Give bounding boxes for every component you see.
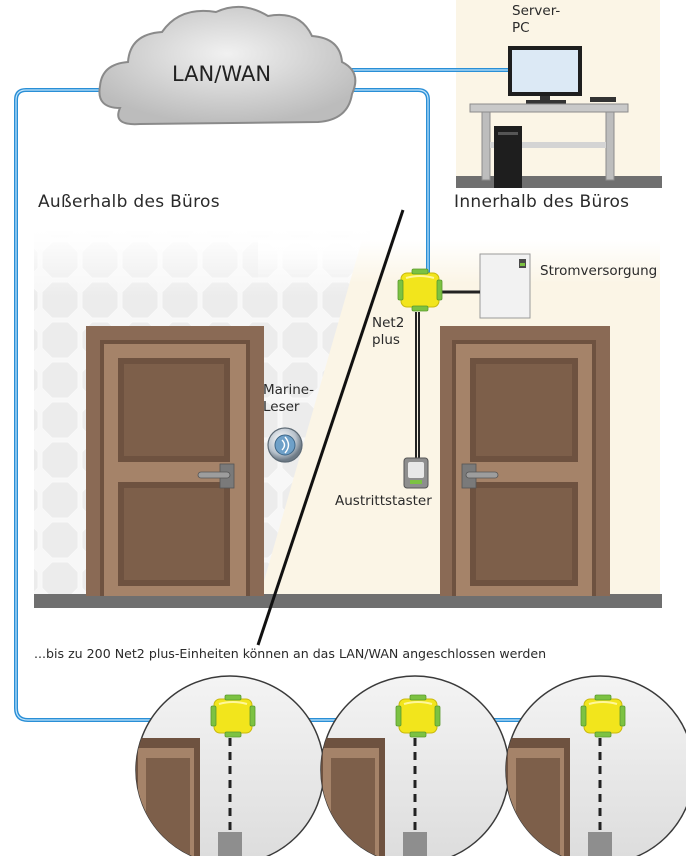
- inside-label: Innerhalb des Büros: [454, 192, 630, 212]
- cloud-label: LAN/WAN: [172, 62, 272, 86]
- net2-label-line2: plus: [372, 332, 400, 348]
- expansion-unit: [505, 675, 686, 860]
- controller-icon: [397, 268, 443, 312]
- server-label-line1: Server-: [512, 3, 561, 19]
- exit-button-label: Austrittstaster: [335, 493, 432, 509]
- expansion-unit: [320, 675, 510, 860]
- expansion-unit: [135, 675, 325, 860]
- floor: [34, 594, 662, 608]
- outside-label: Außerhalb des Büros: [38, 192, 220, 212]
- server-pc-icon: [469, 46, 629, 188]
- door-icon: [440, 326, 610, 596]
- footer-note: ...bis zu 200 Net2 plus-Einheiten können…: [34, 646, 547, 661]
- power-supply-label: Stromversorgung: [540, 263, 658, 279]
- exit-button-icon: [403, 457, 429, 489]
- reader-label-line2: Leser: [263, 399, 300, 415]
- door-icon: [86, 326, 264, 596]
- power-supply-icon: [479, 253, 531, 319]
- net2-label-line1: Net2: [372, 315, 405, 331]
- reader-label-line1: Marine-: [263, 382, 314, 398]
- reader-icon: [267, 427, 303, 463]
- boundary-line: [256, 209, 405, 646]
- cloud-icon: [98, 5, 357, 126]
- server-label-line2: PC: [512, 20, 530, 36]
